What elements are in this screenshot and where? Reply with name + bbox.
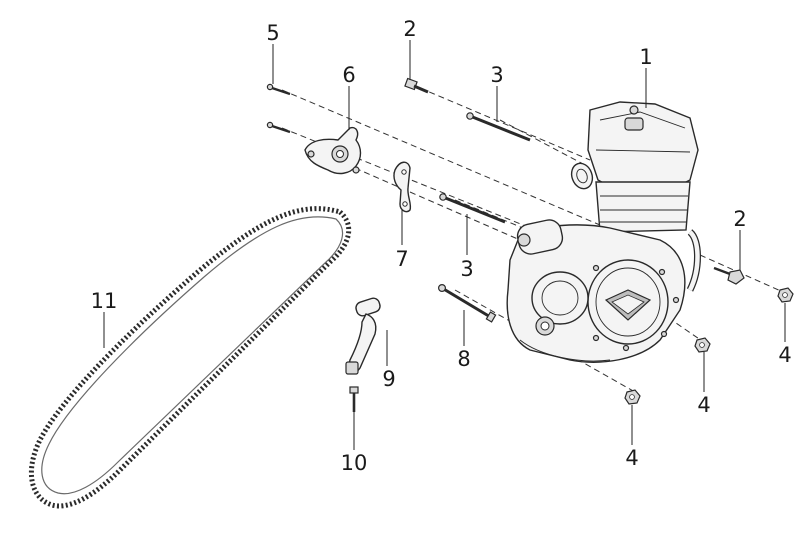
screw-upper [266,83,291,96]
nut-4-lower [624,389,641,405]
callout-labels: 1 2 3 5 6 7 3 2 4 4 4 8 9 10 11 [91,17,792,475]
bolt-8 [438,284,497,323]
callout-11: 11 [91,289,118,313]
leader-lines [103,40,786,450]
callout-9: 9 [382,367,395,391]
callout-6: 6 [342,63,355,87]
callout-4-right: 4 [778,343,791,367]
bolt-10 [349,386,359,412]
callout-4-lower: 4 [625,446,638,470]
screw-lower [266,121,291,134]
callout-2-right: 2 [733,207,746,231]
screws-5 [266,83,291,134]
nut-4-middle [694,337,711,353]
shift-lever-9 [345,297,381,375]
callout-5: 5 [266,21,279,45]
drive-chain [28,206,352,509]
callout-8: 8 [457,347,470,371]
stud-3-upper [466,112,531,142]
callout-10: 10 [341,451,368,475]
callout-3-upper: 3 [490,63,503,87]
bracket-7 [393,161,412,213]
sprocket-cover-6 [304,126,362,175]
bolt-2-upper [404,77,429,94]
callout-2-upper: 2 [403,17,416,41]
callout-3-lower: 3 [460,257,473,281]
callout-7: 7 [395,247,408,271]
nut-4-right [777,287,794,303]
stud-3-lower [439,193,506,224]
callout-4-middle: 4 [697,393,710,417]
bolt-2-right [713,266,745,285]
engine-assembly-1 [506,101,701,363]
callout-1: 1 [639,45,652,69]
